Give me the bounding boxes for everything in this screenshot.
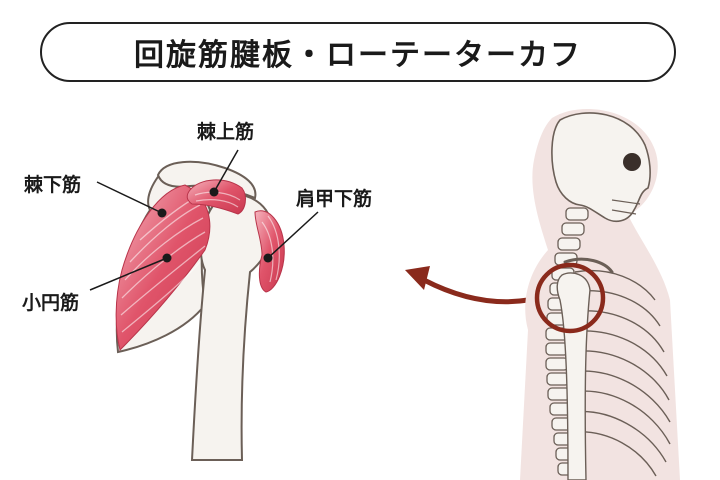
shoulder-joint-diagram bbox=[89, 149, 319, 461]
supraspinatus-muscle bbox=[186, 179, 246, 215]
upper-arm-bone bbox=[556, 272, 591, 480]
subscapularis-muscle bbox=[254, 210, 285, 293]
spine bbox=[545, 207, 671, 480]
label-teres-minor: 小円筋 bbox=[22, 292, 80, 314]
skull bbox=[551, 112, 651, 223]
label-infraspinatus: 棘下筋 bbox=[24, 174, 82, 196]
pointer-arrow bbox=[405, 266, 531, 305]
eye-socket bbox=[623, 153, 641, 171]
label-supraspinatus: 棘上筋 bbox=[197, 121, 255, 143]
label-subscapularis: 肩甲下筋 bbox=[296, 188, 373, 210]
skeleton-figure bbox=[520, 108, 680, 480]
page-title: 回旋筋腱板・ローテーターカフ bbox=[134, 38, 582, 73]
title-banner: 回旋筋腱板・ローテーターカフ bbox=[40, 22, 676, 82]
infraspinatus-muscle bbox=[115, 184, 211, 351]
body-silhouette bbox=[520, 108, 680, 480]
leader-lines bbox=[89, 149, 319, 291]
shoulder-highlight-circle bbox=[534, 262, 606, 334]
jaw bbox=[611, 199, 641, 215]
leader-dots bbox=[157, 187, 273, 263]
clavicle bbox=[563, 257, 614, 274]
